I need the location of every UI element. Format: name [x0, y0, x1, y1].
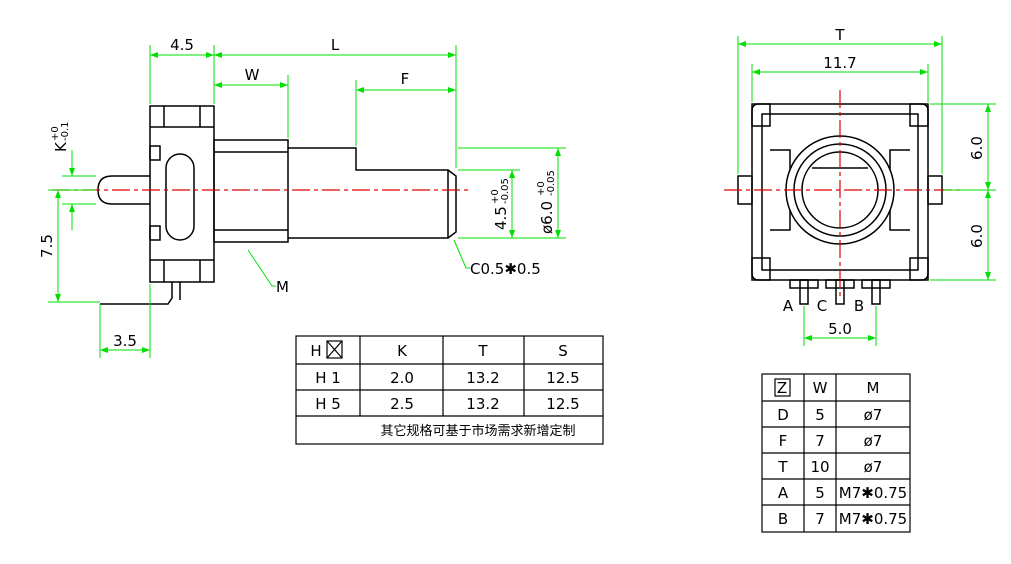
dim-4-5-sup: +0 — [490, 189, 501, 204]
table-h-header-t: T — [477, 342, 488, 360]
table-h-header-h: H — [310, 342, 321, 360]
table-h-cell: 12.5 — [546, 395, 579, 413]
table-h: H K T S H 1 2.0 13.2 12.5 H 5 2.5 13.2 1… — [295, 335, 604, 445]
table-z-cell: 7 — [815, 432, 825, 450]
table-z-cell: 10 — [810, 458, 829, 476]
table-h-cell: 13.2 — [466, 369, 499, 387]
table-z-header-m: M — [867, 379, 880, 397]
pin-A: A — [783, 297, 794, 315]
dim-W: W — [245, 66, 260, 84]
dim-L: L — [331, 36, 340, 54]
table-h-cell: 2.5 — [390, 395, 414, 413]
front-view-dimensions — [737, 36, 996, 346]
table-h-cell: 12.5 — [546, 369, 579, 387]
table-h-cell: H 1 — [315, 369, 341, 387]
table-z-cell: ø7 — [864, 458, 883, 476]
side-view-outline — [97, 105, 457, 305]
dim-4-5-top: 4.5 — [170, 36, 194, 54]
dim-6-0-bottom: 6.0 — [968, 224, 986, 248]
table-z-cell: ø7 — [864, 432, 883, 450]
pin-C: C — [817, 297, 827, 315]
dim-5-0: 5.0 — [828, 320, 852, 338]
table-z-cell: 5 — [815, 406, 825, 424]
dim-F: F — [401, 70, 410, 88]
dim-T: T — [834, 26, 845, 44]
table-h-note: 其它规格可基于市场需求新增定制 — [380, 423, 575, 439]
table-z-cell: T — [777, 458, 788, 476]
dim-K-sub: -0.1 — [60, 121, 71, 141]
table-z-cell: B — [778, 510, 788, 528]
table-z-cell: 5 — [815, 484, 825, 502]
label-chamfer: C0.5✱0.5 — [470, 260, 541, 278]
dim-7-5: 7.5 — [38, 234, 56, 258]
table-h-cell: 13.2 — [466, 395, 499, 413]
label-M: M — [276, 278, 289, 296]
table-h-header-s: S — [558, 342, 568, 360]
table-h-cell: H 5 — [315, 395, 341, 413]
front-view-labels: T 11.7 6.0 6.0 5.0 A C B — [783, 26, 986, 338]
table-z-cell: A — [778, 484, 789, 502]
dim-phi6-sub: -0.05 — [546, 170, 557, 196]
table-z: Z W M D 5 ø7 F 7 ø7 T 10 ø7 A 5 M7✱0.75 … — [761, 373, 911, 533]
side-view-dimensions — [48, 45, 566, 358]
side-view: 4.5 L W F K +0 -0.1 7.5 3.5 4.5 +0 -0.05… — [38, 36, 566, 358]
side-view-labels: 4.5 L W F K +0 -0.1 7.5 3.5 4.5 +0 -0.05… — [38, 36, 557, 350]
pin-B: B — [854, 297, 864, 315]
dim-phi6-sup: +0 — [536, 181, 547, 196]
table-z-cell: D — [777, 406, 789, 424]
table-h-header-k: K — [397, 342, 408, 360]
table-z-cell: F — [779, 432, 788, 450]
table-h-grid — [295, 335, 604, 445]
dim-11-7: 11.7 — [823, 54, 856, 72]
table-z-cell: 7 — [815, 510, 825, 528]
dim-3-5: 3.5 — [113, 332, 137, 350]
dim-K-sup: +0 — [50, 126, 61, 141]
table-h-cell: 2.0 — [390, 369, 414, 387]
table-z-cell: M7✱0.75 — [839, 484, 907, 502]
dim-4-5-sub: -0.05 — [500, 178, 511, 204]
table-z-grid — [761, 373, 911, 533]
dim-6-0-top: 6.0 — [968, 136, 986, 160]
dim-phi6: ø6.0 — [538, 201, 556, 234]
table-z-header-w: W — [813, 379, 828, 397]
dim-4-5-shaft-group: 4.5 +0 -0.05 — [490, 178, 511, 230]
table-z-cell: ø7 — [864, 406, 883, 424]
dim-phi6-group: ø6.0 +0 -0.05 — [536, 170, 557, 234]
table-z-header-z: Z — [777, 379, 787, 397]
front-view: T 11.7 6.0 6.0 5.0 A C B — [724, 26, 996, 346]
dim-4-5-shaft: 4.5 — [492, 206, 510, 230]
table-z-cell: M7✱0.75 — [839, 510, 907, 528]
front-view-centerlines — [724, 90, 962, 300]
dim-K: K — [52, 141, 70, 152]
dim-K-group: K +0 -0.1 — [50, 121, 71, 152]
